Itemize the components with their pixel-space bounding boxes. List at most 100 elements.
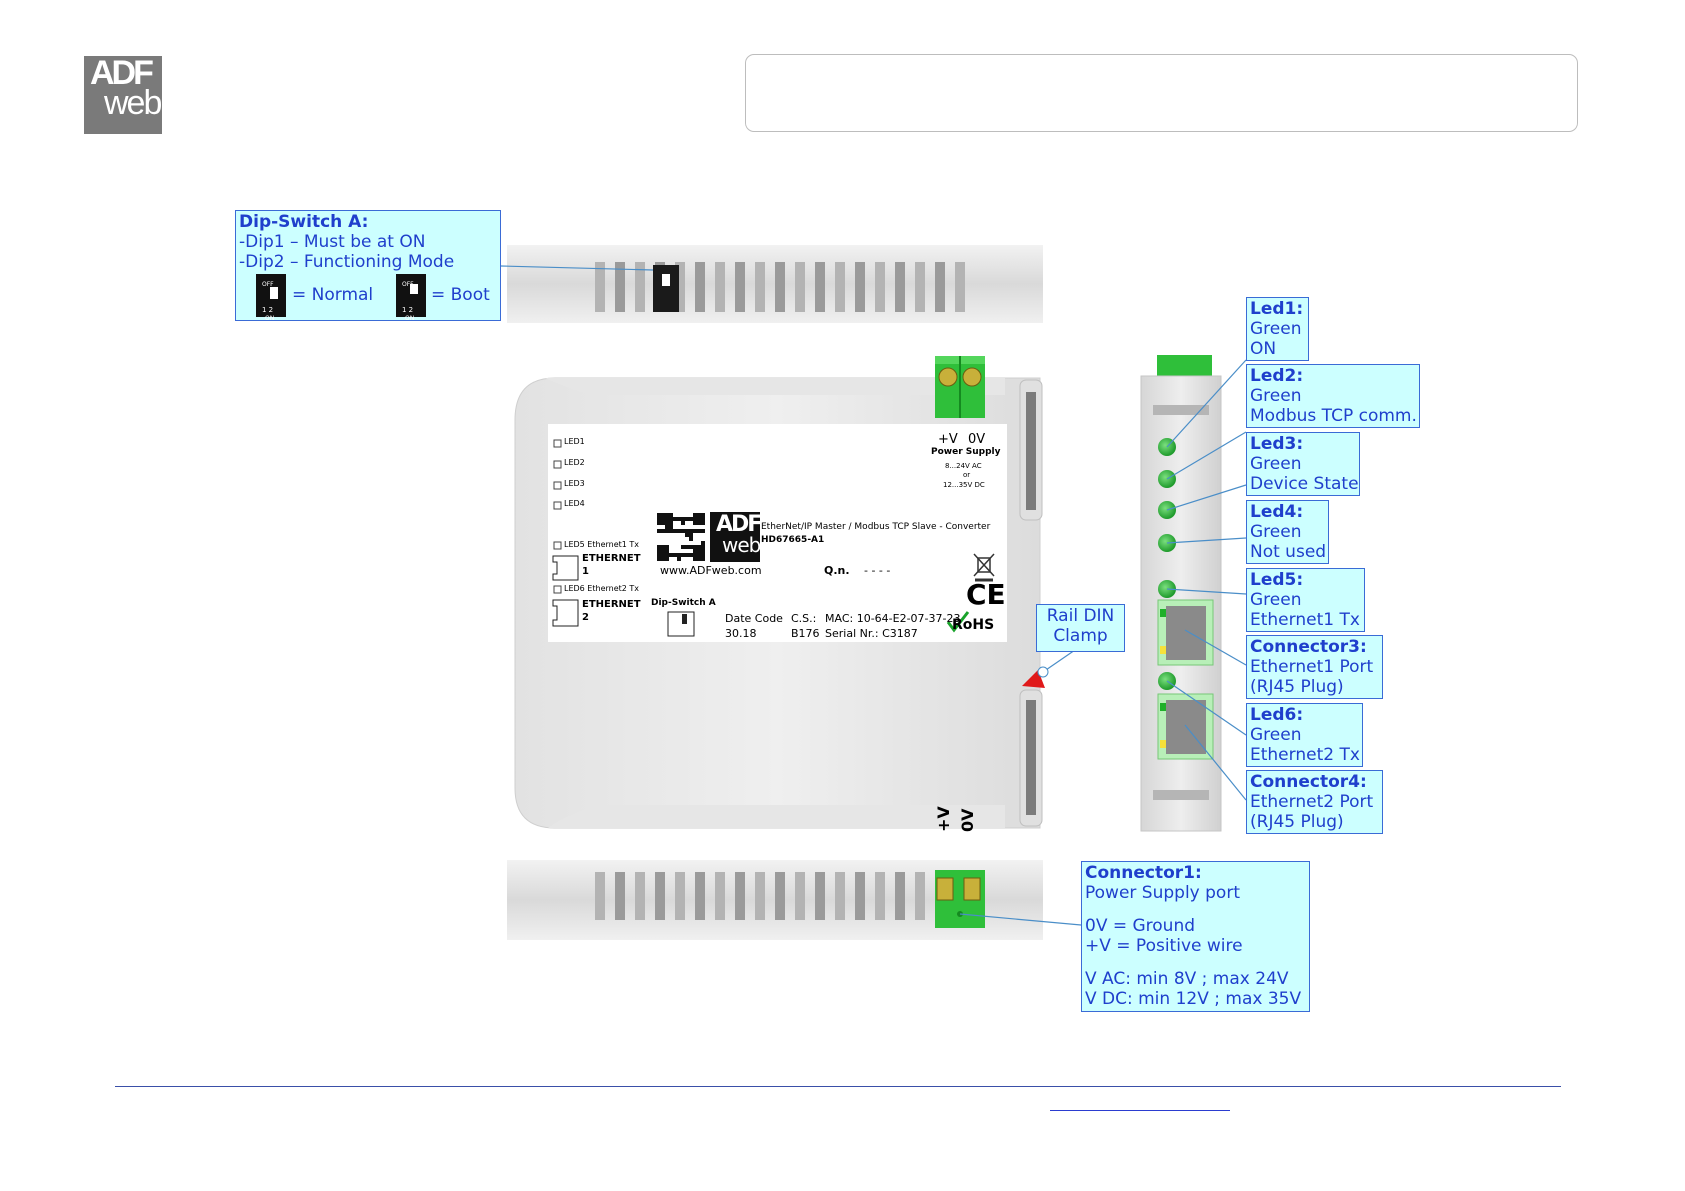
qr-module <box>701 553 705 557</box>
qr-module <box>701 517 705 521</box>
led3-color: Green <box>1250 454 1302 474</box>
label-plus-v: +V <box>938 432 958 447</box>
qr-module <box>685 545 689 549</box>
qr-module <box>669 521 673 525</box>
qr-module <box>677 553 681 557</box>
qr-module <box>701 521 705 525</box>
qr-module <box>701 529 705 533</box>
dip-boot-off: OFF <box>402 281 414 288</box>
vent-slot <box>635 262 645 312</box>
label-eth1-number: 1 <box>582 566 589 577</box>
vent-slot <box>595 262 605 312</box>
vent-slot <box>675 872 685 920</box>
qr-module <box>685 529 689 533</box>
qr-module <box>677 529 681 533</box>
led5-color: Green <box>1250 590 1302 610</box>
label-qn-value: - - - - <box>864 564 891 577</box>
qr-module <box>685 533 689 537</box>
label-led3: LED3 <box>564 479 585 488</box>
vent-slot <box>835 872 845 920</box>
qr-module <box>661 529 665 533</box>
qr-module <box>685 553 689 557</box>
top-view <box>507 245 1043 323</box>
dip-normal-on: ON <box>265 315 275 322</box>
qr-module <box>697 529 701 533</box>
vent-slot <box>795 872 805 920</box>
qr-module <box>657 513 661 517</box>
vent-slot <box>895 262 905 312</box>
label-website: www.ADFweb.com <box>660 564 762 577</box>
dip-normal-nums: 1 2 <box>262 306 274 314</box>
bottom-view <box>507 860 1043 940</box>
connector3-title: Connector3: <box>1250 637 1367 657</box>
qr-module <box>665 545 669 549</box>
qr-module <box>665 513 669 517</box>
qr-module <box>665 553 669 557</box>
qr-module <box>693 553 697 557</box>
qr-module <box>673 529 677 533</box>
qr-module <box>661 557 665 561</box>
qr-module <box>697 557 701 561</box>
vent-slot <box>595 872 605 920</box>
vent-slot <box>835 262 845 312</box>
vent-slot <box>935 262 945 312</box>
connector4-title: Connector4: <box>1250 772 1367 792</box>
footer-link-underline[interactable] <box>1050 1110 1230 1111</box>
qr-module <box>665 557 669 561</box>
qr-code <box>657 513 705 561</box>
label-logo-line2: web <box>722 533 761 557</box>
connector3-line1: Ethernet1 Port <box>1250 657 1374 677</box>
qr-module <box>669 553 673 557</box>
led2-title: Led2: <box>1250 366 1304 386</box>
rail-line1: Rail DIN <box>1046 606 1115 626</box>
qr-module <box>689 553 693 557</box>
qr-module <box>693 545 697 549</box>
qr-module <box>681 521 685 525</box>
vent-slot <box>895 872 905 920</box>
led5-title: Led5: <box>1250 570 1304 590</box>
label-eth1: ETHERNET <box>582 553 641 564</box>
qr-module <box>697 513 701 517</box>
dip-switch-title: Dip-Switch A: <box>239 212 369 232</box>
vent-slot <box>875 262 885 312</box>
label-led4: LED4 <box>564 499 585 508</box>
qr-module <box>665 525 669 529</box>
label-cs-value: B176 <box>791 627 820 640</box>
dip-boot-icon: OFF 1 2 ON <box>396 274 426 322</box>
qr-module <box>701 549 705 553</box>
qr-module <box>661 545 665 549</box>
vent-slot <box>735 872 745 920</box>
label-product-name: EtherNet/IP Master / Modbus TCP Slave - … <box>761 522 991 532</box>
qr-module <box>681 553 685 557</box>
led6-callout: Led6: Green Ethernet2 Tx <box>1246 703 1363 767</box>
front-view <box>514 356 1045 829</box>
qr-module <box>665 521 669 525</box>
side-view <box>1140 355 1222 832</box>
qr-module <box>657 549 661 553</box>
label-date-value: 30.18 <box>725 627 757 640</box>
connector1-line5: V DC: min 12V ; max 35V <box>1085 989 1302 1009</box>
dip-normal-off: OFF <box>262 281 274 288</box>
vent-slot <box>915 872 925 920</box>
connector1-line3: +V = Positive wire <box>1085 936 1243 956</box>
ce-mark: CE <box>966 578 1006 611</box>
led6-desc: Ethernet2 Tx <box>1250 745 1360 765</box>
qr-module <box>693 529 697 533</box>
rail-line2: Clamp <box>1053 626 1108 646</box>
label-dc-range: 12...35V DC <box>943 481 985 489</box>
dip-boot-nums: 1 2 <box>402 306 414 314</box>
qr-module <box>669 525 673 529</box>
qr-module <box>693 549 697 553</box>
dip-normal-icon: OFF 1 2 ON <box>256 274 286 322</box>
qr-module <box>701 541 705 545</box>
vent-slot <box>715 262 725 312</box>
qr-module <box>665 517 669 521</box>
label-logo-line1: ADF <box>716 512 762 537</box>
qr-module <box>693 521 697 525</box>
label-eth2: ETHERNET <box>582 599 641 610</box>
qr-module <box>657 553 661 557</box>
led3-callout: Led3: Green Device State <box>1246 432 1360 496</box>
qr-module <box>669 513 673 517</box>
vent-slot <box>855 872 865 920</box>
led1-desc: ON <box>1250 339 1277 359</box>
